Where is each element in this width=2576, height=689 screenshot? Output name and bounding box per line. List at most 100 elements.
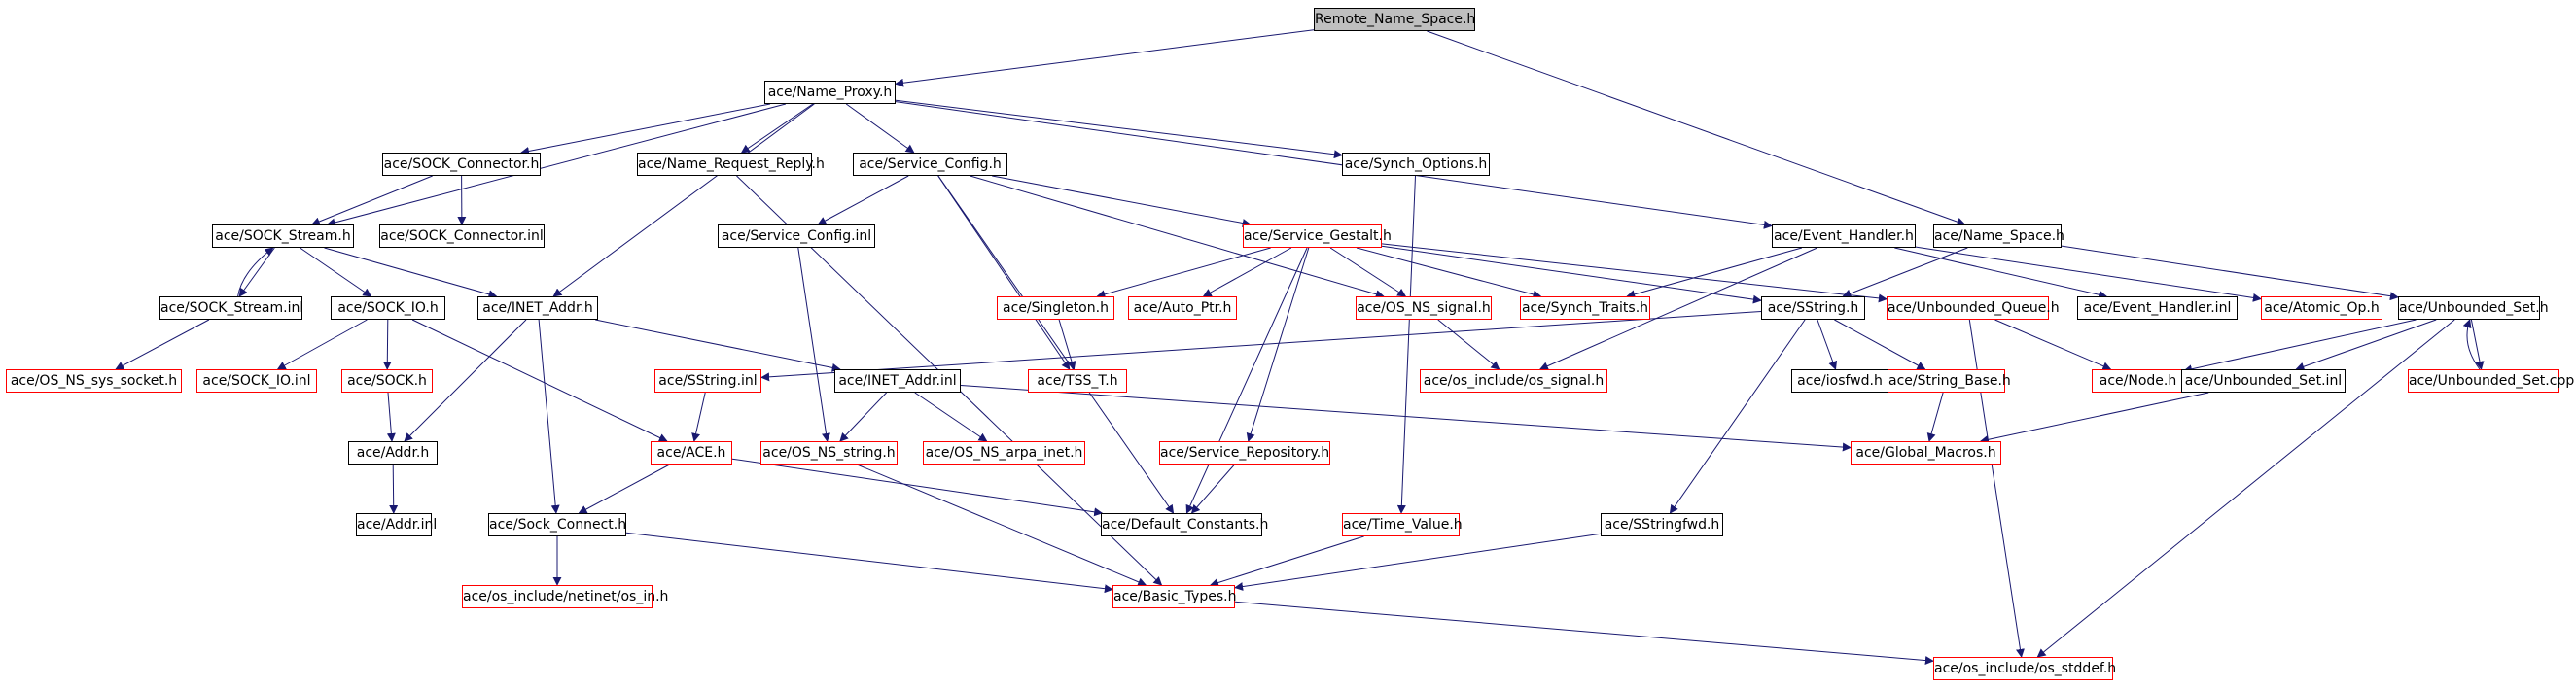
edge-inet-addr-to-addr [404,319,527,442]
node-tss-t[interactable]: ace/TSS_T.h [1028,369,1127,393]
node-addr-inl[interactable]: ace/Addr.inl [356,513,437,536]
node-name-proxy[interactable]: ace/Name_Proxy.h [764,81,896,104]
node-auto-ptr[interactable]: ace/Auto_Ptr.h [1128,296,1237,320]
edge-name-proxy-to-service-config [845,103,915,154]
edge-sock-io-to-sock [382,319,392,370]
node-unbounded-set[interactable]: ace/Unbounded_Set.h [2398,296,2549,320]
node-ace-h[interactable]: ace/ACE.h [651,441,732,465]
node-iosfwd[interactable]: ace/iosfwd.h [1791,369,1888,393]
node-unbounded-queue[interactable]: ace/Unbounded_Queue.h [1887,296,2060,320]
edge-inet-addr-to-inet-addr-inl [595,319,841,372]
node-event-handler-inl[interactable]: ace/Event_Handler.inl [2077,296,2238,320]
edge-service-gestalt-to-auto-ptr [1202,247,1292,297]
node-os-ns-arpa-inet[interactable]: ace/OS_NS_arpa_inet.h [923,441,1085,465]
node-os-in[interactable]: ace/os_include/netinet/os_in.h [462,585,668,608]
node-os-ns-string[interactable]: ace/OS_NS_string.h [760,441,898,465]
node-os-signal[interactable]: ace/os_include/os_signal.h [1420,369,1607,393]
edge-name-proxy-to-name-req [740,103,814,154]
edge-name-space-to-unbounded-set [2061,245,2399,301]
edge-sock-stream-inl-to-os-ns-sys-socket [115,319,210,370]
edge-name-proxy-to-inet-addr [552,103,815,297]
edge-root-to-name-proxy [895,29,1315,87]
edge-basic-types-to-os-stddef [1234,601,1934,665]
node-default-constants[interactable]: ace/Default_Constants.h [1101,513,1268,536]
node-name-req[interactable]: ace/Name_Request_Reply.h [637,153,825,176]
node-service-config[interactable]: ace/Service_Config.h [853,153,1007,176]
edge-service-gestalt-to-sstring [1381,245,1762,304]
edge-inet-addr-to-sock-connect [538,319,560,514]
node-sock-connector[interactable]: ace/SOCK_Connector.h [382,153,541,176]
node-sock-connector-inl[interactable]: ace/SOCK_Connector.inl [379,224,545,248]
node-singleton[interactable]: ace/Singleton.h [997,296,1114,320]
node-unbounded-set-cpp[interactable]: ace/Unbounded_Set.cpp [2408,369,2574,393]
node-sstring-inl[interactable]: ace/SString.inl [654,369,761,393]
node-unbounded-set-inl[interactable]: ace/Unbounded_Set.inl [2181,369,2346,393]
node-sstring[interactable]: ace/SString.h [1761,296,1865,320]
edge-name-proxy-to-sock-stream [326,103,787,227]
node-service-repository[interactable]: ace/Service_Repository.h [1159,441,1330,465]
edge-service-config-to-default-constants [937,175,1175,514]
edge-service-gestalt-to-os-ns-signal [1329,247,1407,297]
node-sock-io-inl[interactable]: ace/SOCK_IO.inl [196,369,317,393]
edge-sstring-to-sstring-inl [760,311,1762,382]
node-service-gestalt[interactable]: ace/Service_Gestalt.h [1243,224,1392,248]
edge-service-config-to-tss-t [937,175,1071,370]
edge-inet-addr-inl-to-global-macros [960,385,1852,452]
edge-unbounded-set-to-unbounded-set-inl [2295,319,2437,371]
edge-sstringfwd-to-basic-types [1234,533,1602,591]
node-sock-connect[interactable]: ace/Sock_Connect.h [488,513,626,536]
edge-string-base-to-global-macros [1926,392,1944,442]
edge-name-space-to-sstring [1842,247,1968,298]
node-synch-options[interactable]: ace/Synch_Options.h [1342,153,1490,176]
node-service-config-inl[interactable]: ace/Service_Config.inl [718,224,875,248]
edge-service-gestalt-to-service-repository [1246,247,1310,442]
edge-name-proxy-to-sock-connector [520,103,771,155]
node-addr[interactable]: ace/Addr.h [348,441,438,465]
edge-sstring-to-iosfwd [1817,319,1838,370]
edge-event-handler-to-event-handler-inl [1894,247,2108,299]
edge-inet-addr-inl-to-os-ns-arpa-inet [914,392,988,442]
edge-service-gestalt-to-singleton [1096,247,1271,299]
edge-singleton-to-tss-t [1058,319,1076,370]
edge-unbounded-queue-to-node [1994,319,2112,370]
node-root: Remote_Name_Space.h [1314,8,1475,31]
node-os-ns-sys-socket[interactable]: ace/OS_NS_sys_socket.h [6,369,182,393]
node-sstringfwd[interactable]: ace/SStringfwd.h [1601,513,1723,536]
edge-name-proxy-to-synch-options [895,99,1343,159]
node-name-space[interactable]: ace/Name_Space.h [1933,224,2064,248]
node-inet-addr[interactable]: ace/INET_Addr.h [477,296,598,320]
node-inet-addr-inl[interactable]: ace/INET_Addr.inl [834,369,961,393]
node-basic-types[interactable]: ace/Basic_Types.h [1112,585,1236,608]
node-sock-stream[interactable]: ace/SOCK_Stream.h [212,224,354,248]
edge-sstring-to-sstringfwd [1669,319,1806,514]
edge-os-ns-signal-to-os-signal [1437,319,1500,370]
node-sock-stream-inl[interactable]: ace/SOCK_Stream.inl [159,296,303,320]
node-time-value[interactable]: ace/Time_Value.h [1342,513,1463,536]
node-sock[interactable]: ace/SOCK.h [341,369,433,393]
edge-service-config-to-service-gestalt [992,175,1252,227]
node-string-base[interactable]: ace/String_Base.h [1888,369,2011,393]
edge-service-gestalt-to-unbounded-queue [1381,243,1888,303]
node-synch-traits[interactable]: ace/Synch_Traits.h [1520,296,1650,320]
edge-sock-connect-to-basic-types [625,532,1113,594]
edge-sock-connector-to-sock-stream [310,175,433,226]
edge-sstring-to-string-base [1834,319,1926,370]
edge-synch-options-to-time-value [1396,175,1416,514]
node-os-ns-signal[interactable]: ace/OS_NS_signal.h [1356,296,1492,320]
node-global-macros[interactable]: ace/Global_Macros.h [1851,441,2001,465]
edge-ace-h-to-default-constants [731,458,1104,517]
node-atomic-op[interactable]: ace/Atomic_Op.h [2261,296,2382,320]
edge-root-to-name-space [1427,30,1966,226]
edge-sock-stream-inl-to-sock-stream [237,247,274,297]
edge-sock-io-to-ace-h [411,319,668,442]
node-sock-io[interactable]: ace/SOCK_IO.h [331,296,445,320]
edge-service-gestalt-to-default-constants [1185,247,1308,514]
node-event-handler[interactable]: ace/Event_Handler.h [1772,224,1916,248]
edge-sock-to-addr [386,392,396,442]
edge-sstring-inl-to-ace-h [691,392,706,442]
edge-service-repository-to-default-constants [1190,464,1235,514]
edge-unbounded-set-inl-to-global-macros [1979,392,2209,444]
node-node[interactable]: ace/Node.h [2092,369,2184,393]
node-os-stddef[interactable]: ace/os_include/os_stddef.h [1933,657,2116,680]
